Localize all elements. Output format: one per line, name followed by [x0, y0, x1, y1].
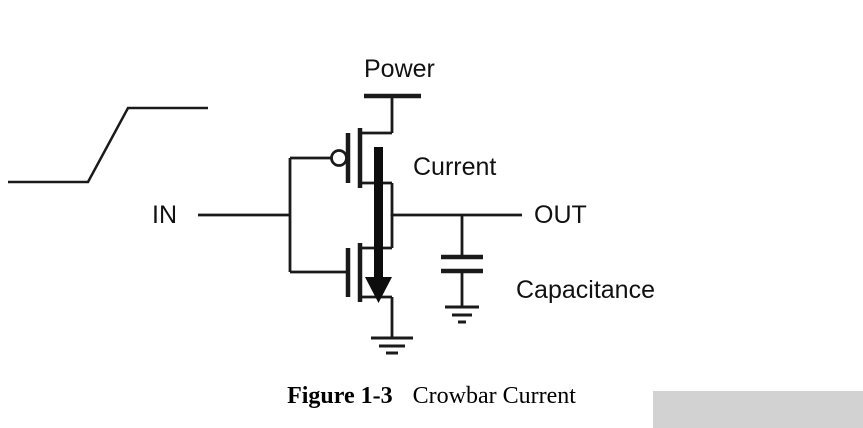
capacitor-icon [441, 215, 483, 306]
input-wire [198, 158, 292, 272]
in-label: IN [152, 201, 177, 229]
power-label: Power [364, 55, 435, 83]
figure-caption-number: Figure 1-3 [287, 383, 393, 409]
current-label: Current [413, 153, 497, 181]
nmos-transistor-icon [290, 214, 394, 337]
page-highlight-strip [653, 391, 863, 428]
capacitance-label: Capacitance [516, 276, 655, 304]
capacitor-ground-symbol-icon [445, 305, 479, 324]
figure-caption: Figure 1-3 Crowbar Current [0, 383, 863, 410]
current-arrow-icon [365, 147, 392, 303]
input-waveform-icon [8, 106, 208, 184]
pmos-transistor-icon [290, 128, 394, 216]
out-label: OUT [534, 201, 587, 229]
ground-symbol-icon [371, 336, 413, 355]
power-rail-icon [364, 93, 421, 133]
figure-caption-title: Crowbar Current [412, 383, 576, 409]
